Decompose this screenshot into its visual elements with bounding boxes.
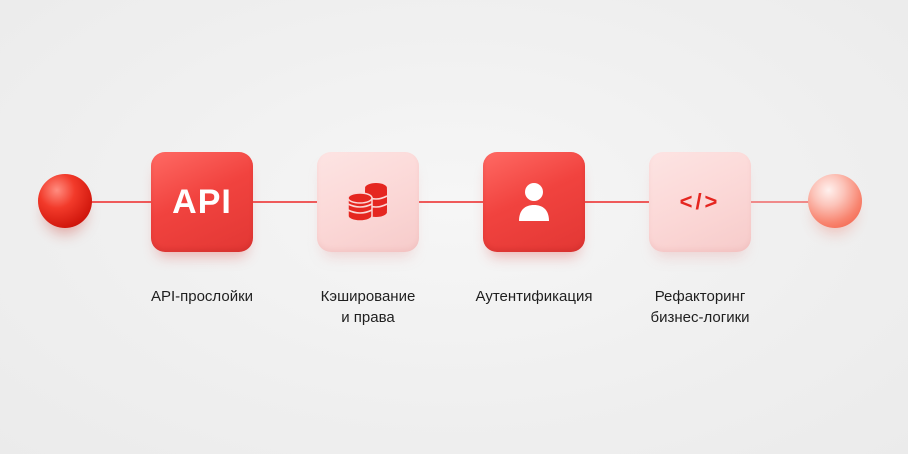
step-tile-api: API — [151, 152, 253, 252]
connector-line — [418, 201, 484, 203]
user-icon — [519, 183, 549, 221]
step-label-api: API-прослойки — [150, 288, 254, 305]
step-label-caching: Кэширование и права — [320, 288, 416, 326]
end-node — [808, 174, 862, 228]
step-tile-refactoring: </> — [649, 152, 751, 252]
connector-line — [584, 201, 650, 203]
step-tile-auth — [483, 152, 585, 252]
start-node — [38, 174, 92, 228]
api-text-icon: API — [172, 182, 232, 221]
code-icon: </> — [679, 189, 721, 214]
step-tile-caching — [317, 152, 419, 252]
step-label-auth: Аутентификация — [475, 288, 593, 305]
step-label-refactoring: Рефакторинг бизнес-логики — [650, 288, 750, 326]
connector-line — [88, 201, 152, 203]
connector-line — [252, 201, 318, 203]
connector-line — [750, 201, 812, 203]
database-coins-icon — [347, 183, 388, 222]
